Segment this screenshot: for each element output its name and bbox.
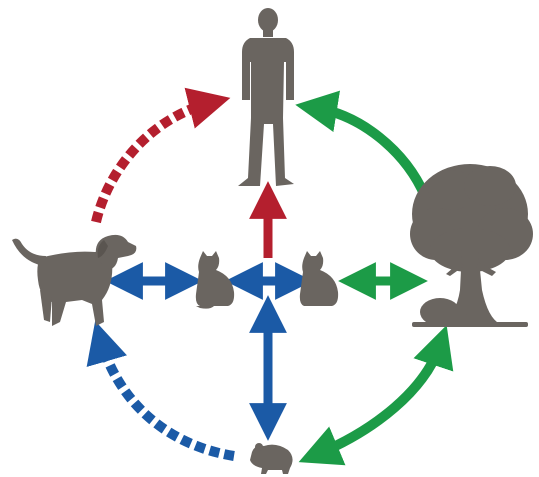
arrow-rodent-tree xyxy=(318,345,440,454)
human-silhouette-icon xyxy=(238,8,294,186)
arrow-tree-to-human xyxy=(316,108,425,196)
cat-silhouette-icon xyxy=(196,251,234,309)
cat-silhouette-icon xyxy=(300,251,338,306)
dog-silhouette-icon xyxy=(12,235,136,326)
rodent-silhouette-icon xyxy=(250,443,293,474)
arrow-dog-to-human xyxy=(96,103,210,222)
tree-silhouette-icon xyxy=(410,164,533,327)
arrow-rodent-to-dog xyxy=(101,341,234,456)
